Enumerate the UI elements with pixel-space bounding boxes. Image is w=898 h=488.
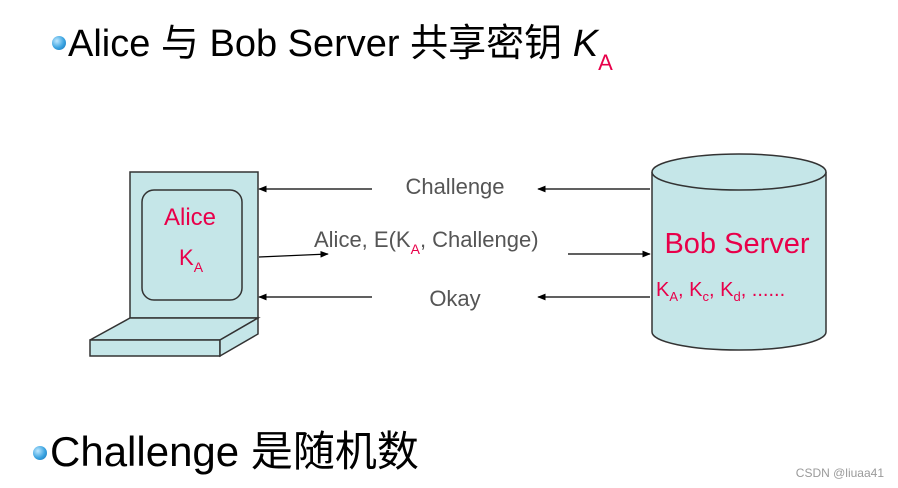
bullet-icon (52, 36, 66, 50)
challenge-message: Challenge (405, 174, 504, 199)
client-key-label: KA (179, 245, 204, 275)
title-text: Alice 与 Bob Server 共享密钥 (68, 23, 573, 65)
server-keys-label: KA, Kc, Kd, ...... (656, 279, 785, 304)
client-name-label: Alice (164, 204, 216, 231)
server-name-label: Bob Server (664, 228, 809, 260)
laptop-screen (141, 189, 243, 301)
watermark: CSDN @liuaa41 (795, 466, 884, 480)
bullet-icon (33, 446, 47, 460)
title-key-subscript: A (598, 50, 613, 75)
server-database-icon (651, 153, 827, 351)
response-message: Alice, E(KA, Challenge) (314, 227, 539, 257)
okay-message: Okay (429, 286, 480, 311)
bottom-note: Challenge 是随机数 (50, 428, 419, 475)
response-arrow-left (258, 250, 329, 258)
title-key-symbol: K (572, 23, 599, 65)
page-title: Alice 与 Bob Server 共享密钥 KA (68, 20, 613, 75)
laptop-icon (89, 171, 261, 358)
